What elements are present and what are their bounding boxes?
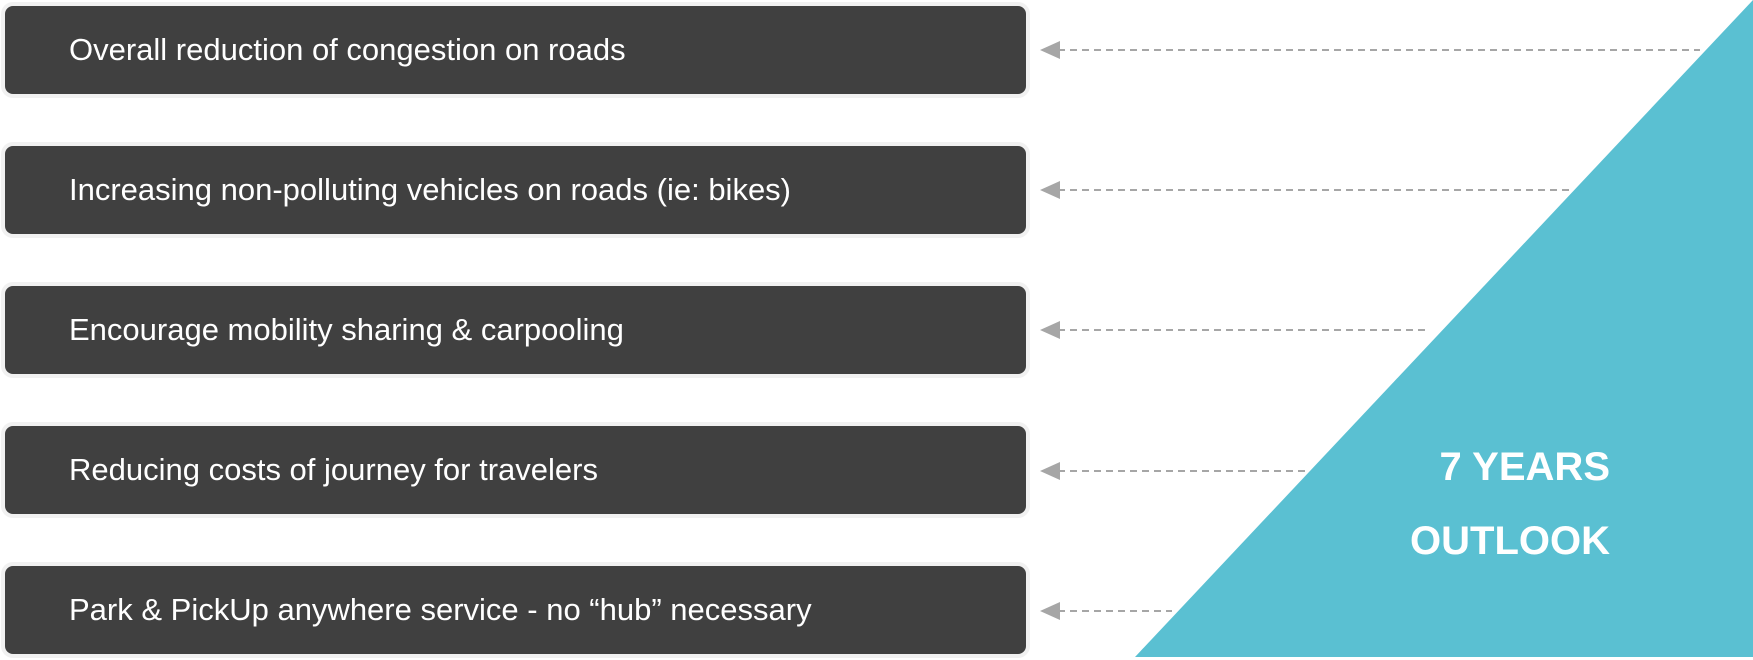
goal-label: Park & PickUp anywhere service - no “hub…	[69, 592, 812, 627]
goal-bar-1: Overall reduction of congestion on roads	[5, 6, 1026, 94]
outlook-triangle	[1135, 0, 1753, 657]
goal-label: Encourage mobility sharing & carpooling	[69, 312, 624, 347]
outlook-label: 7 YEARS OUTLOOK	[1330, 430, 1610, 578]
arrow-head-icon	[1040, 602, 1060, 620]
outlook-line-1: 7 YEARS	[1439, 445, 1610, 489]
connector-arrow-3	[1040, 321, 1430, 339]
connector-arrow-2	[1040, 181, 1570, 199]
goal-bar-5: Park & PickUp anywhere service - no “hub…	[5, 566, 1026, 654]
goal-bar-4: Reducing costs of journey for travelers	[5, 426, 1026, 514]
goal-bar-2: Increasing non-polluting vehicles on roa…	[5, 146, 1026, 234]
goal-label: Increasing non-polluting vehicles on roa…	[69, 172, 792, 207]
arrow-head-icon	[1040, 321, 1060, 339]
goal-bar-3: Encourage mobility sharing & carpooling	[5, 286, 1026, 374]
connector-arrow-4	[1040, 462, 1305, 480]
goal-label: Reducing costs of journey for travelers	[69, 452, 598, 487]
connector-arrow-1	[1040, 41, 1700, 59]
connector-arrow-5	[1040, 602, 1172, 620]
arrow-head-icon	[1040, 181, 1060, 199]
goal-label: Overall reduction of congestion on roads	[69, 32, 626, 67]
outlook-line-2: OUTLOOK	[1410, 519, 1610, 563]
goal-list: Overall reduction of congestion on roads…	[5, 6, 1026, 654]
arrow-head-icon	[1040, 41, 1060, 59]
arrow-head-icon	[1040, 462, 1060, 480]
